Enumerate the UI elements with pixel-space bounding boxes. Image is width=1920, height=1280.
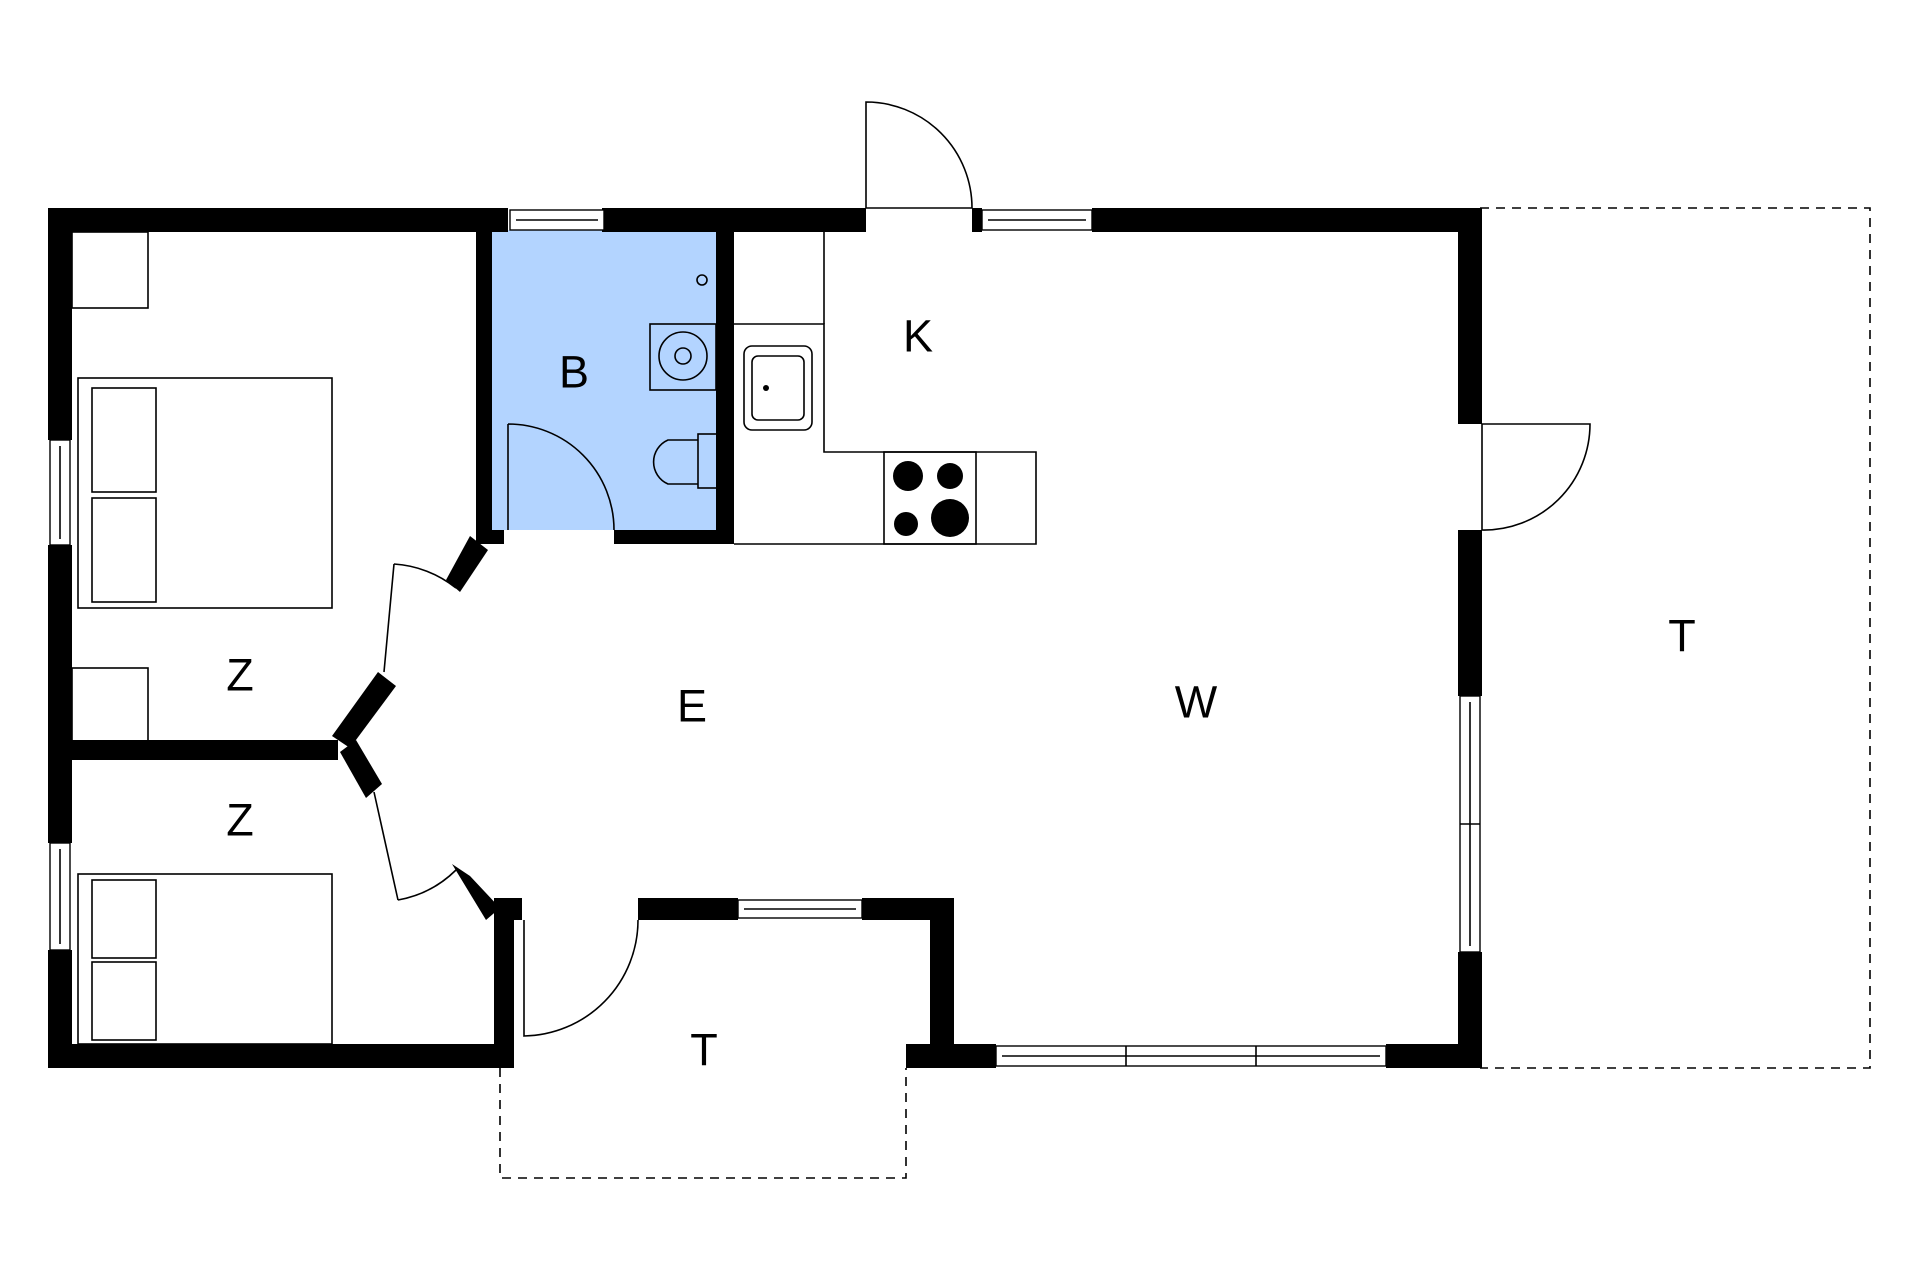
terraces-outline [499, 207, 1871, 1179]
room-label-kitchen: K [903, 311, 933, 362]
kitchen-fixtures [734, 232, 1037, 545]
bedroom-furniture [71, 231, 333, 1045]
room-label-bedroom-lower: Z [226, 795, 254, 846]
room-label-bathroom: B [559, 347, 589, 398]
bathroom-fixtures [649, 274, 719, 489]
room-label-terrace-bottom: T [690, 1025, 718, 1076]
room-label-terrace-right: T [1668, 611, 1696, 662]
room-label-living: W [1175, 677, 1218, 728]
exterior-walls [48, 208, 1482, 1068]
room-label-bedroom-upper: Z [226, 650, 254, 701]
interior-walls [60, 230, 734, 920]
room-label-entrance: E [677, 681, 707, 732]
room-labels: Z Z B K E W T T [226, 311, 1696, 1076]
doors [373, 101, 1591, 1037]
windows [49, 209, 1481, 1067]
